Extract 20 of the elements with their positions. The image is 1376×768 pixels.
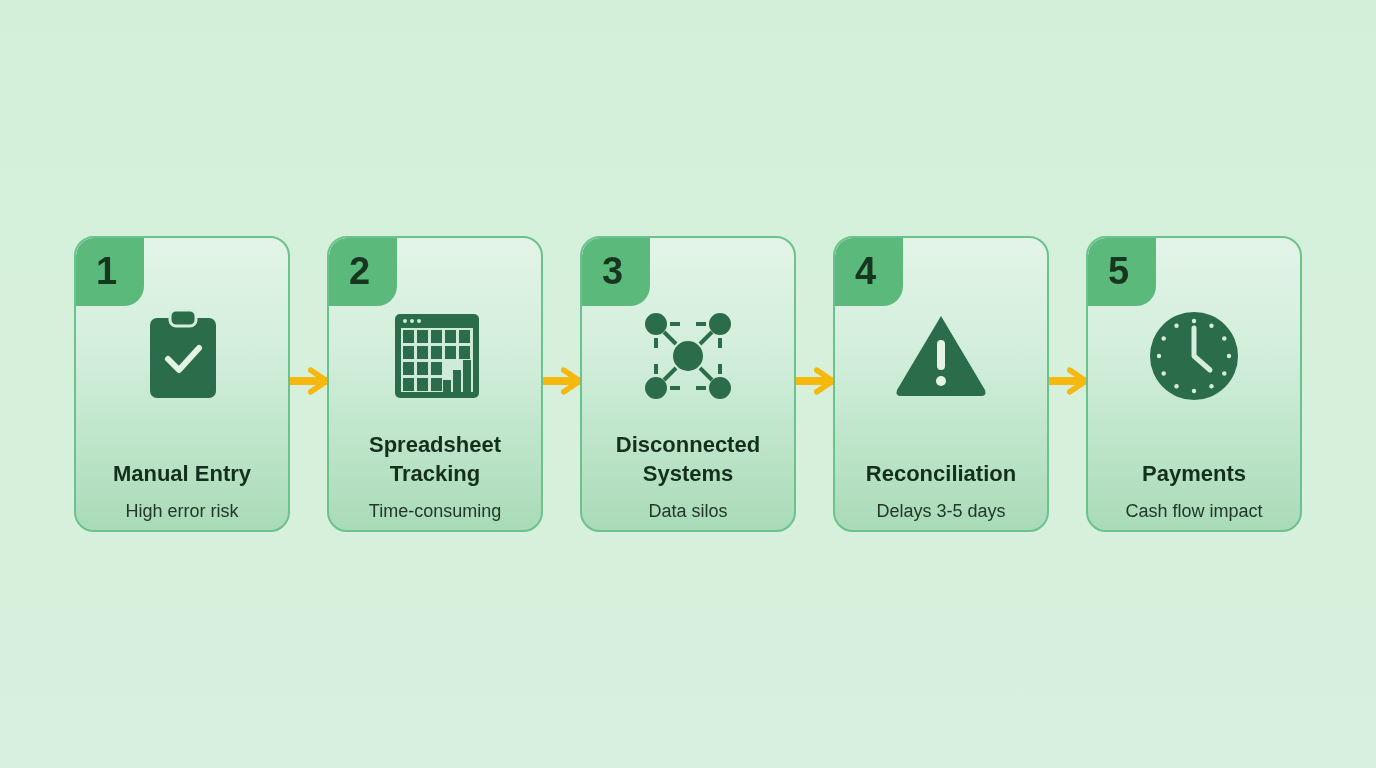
step-title: Spreadsheet Tracking: [367, 431, 503, 488]
step-number: 4: [835, 238, 903, 306]
step-card: [327, 236, 543, 532]
step-card: [580, 236, 796, 532]
step-number: 1: [76, 238, 144, 306]
step-number: 3: [582, 238, 650, 306]
step-title: Reconciliation: [864, 460, 1018, 488]
step-card: [833, 236, 1049, 532]
step-card: [1086, 236, 1302, 532]
step-title: Disconnected Systems: [614, 431, 762, 488]
step-description: High error risk: [125, 501, 239, 522]
step-description: Time-consuming: [368, 501, 502, 522]
step-description: Data silos: [648, 501, 728, 522]
step-title: Payments: [1141, 460, 1247, 488]
step-description: Delays 3-5 days: [876, 501, 1006, 522]
step-card: [74, 236, 290, 532]
step-number: 5: [1088, 238, 1156, 306]
step-description: Cash flow impact: [1125, 501, 1263, 522]
step-number: 2: [329, 238, 397, 306]
step-title: Manual Entry: [111, 460, 253, 488]
